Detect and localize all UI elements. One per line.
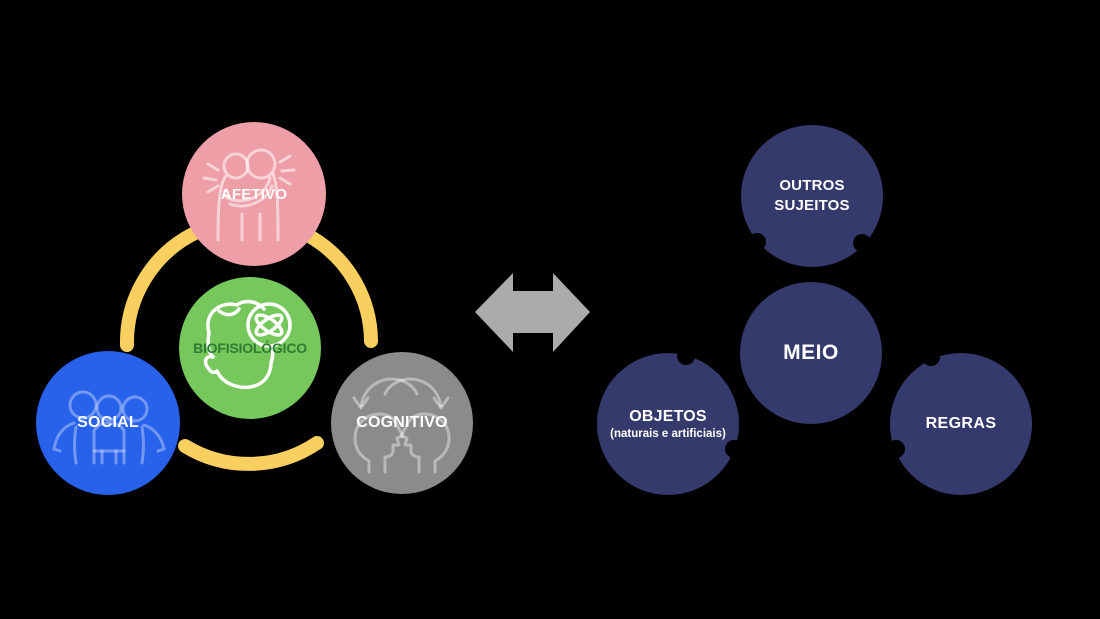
circle-objetos-label: OBJETOS (naturais e artificiais) — [610, 408, 726, 440]
edge-notch — [922, 348, 940, 366]
edge-notch — [748, 233, 766, 251]
circle-meio-label: MEIO — [783, 341, 839, 364]
circle-afetivo: AFETIVO — [182, 122, 326, 266]
double-arrow-icon — [475, 273, 590, 352]
outros-line-1: OUTROS — [779, 176, 845, 194]
circle-outros-sujeitos-label: OUTROS SUJEITOS — [774, 176, 850, 217]
circle-cognitivo-label: COGNITIVO — [356, 414, 448, 431]
circle-social: SOCIAL — [36, 351, 180, 495]
head-atom-icon — [203, 299, 292, 390]
yellow-ring — [119, 226, 378, 471]
circle-objetos: OBJETOS (naturais e artificiais) — [597, 353, 739, 495]
objetos-subtitle: (naturais e artificiais) — [610, 428, 726, 440]
edge-notch — [853, 234, 871, 252]
hug-icon — [202, 148, 296, 242]
people-group-icon — [52, 390, 166, 465]
circle-afetivo-label: AFETIVO — [220, 185, 288, 203]
circle-regras-label: REGRAS — [925, 415, 997, 432]
circle-regras: REGRAS — [890, 353, 1032, 495]
ring-arc-right — [304, 230, 378, 348]
edge-notch — [887, 440, 905, 458]
objetos-title: OBJETOS — [629, 408, 707, 425]
ring-arc-left — [119, 226, 202, 352]
edge-notch — [677, 347, 695, 365]
ring-arc-bottom — [178, 436, 324, 471]
circle-cognitivo: COGNITIVO — [331, 352, 473, 494]
circle-meio: MEIO — [740, 282, 882, 424]
edge-notch — [725, 440, 743, 458]
circle-biofisiologico-label: BIOFISIOLÓGICO — [193, 340, 307, 356]
outros-line-2: SUJEITOS — [774, 197, 850, 214]
circle-biofisiologico: BIOFISIOLÓGICO — [179, 277, 321, 419]
circle-social-label: SOCIAL — [77, 414, 139, 431]
facing-heads-icon — [352, 377, 451, 474]
